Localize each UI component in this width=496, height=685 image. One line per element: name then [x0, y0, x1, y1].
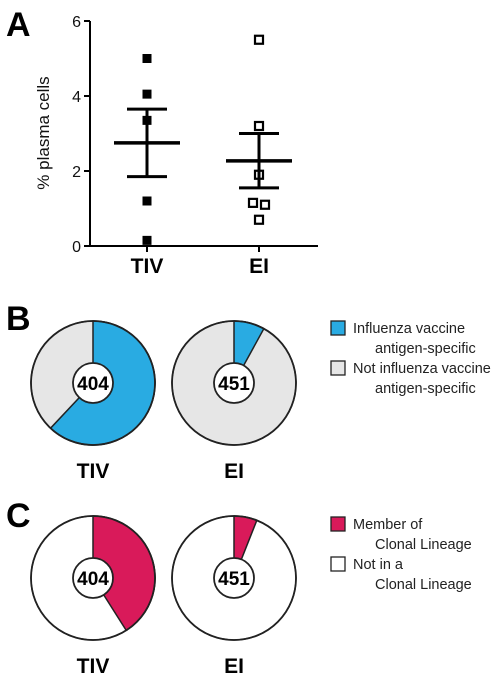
donut-center-count: 404: [77, 569, 109, 590]
panel-a-letter: A: [6, 6, 31, 44]
data-point: [259, 199, 271, 210]
y-axis-title: % plasma cells: [34, 76, 53, 189]
b-tiv-donut-hole: [72, 362, 114, 404]
legend-swatch: [330, 320, 346, 336]
data-point: [253, 34, 265, 45]
c-tiv-donut-outline: [30, 515, 156, 641]
x-tick-label: EI: [249, 255, 269, 278]
legend-label: Not influenza vaccine: [353, 361, 491, 377]
x-tick-label: TIV: [131, 255, 164, 278]
data-point: [247, 197, 259, 208]
data-point: [253, 214, 265, 225]
data-point: [142, 235, 152, 245]
legend-label: Influenza vaccine: [353, 321, 465, 337]
legend-swatch: [330, 516, 346, 532]
c-ei-donut-outline: [171, 515, 297, 641]
donut-center-count: 451: [218, 374, 250, 395]
legend-label: Member of: [353, 517, 423, 533]
b-ei-donut-hole: [213, 362, 255, 404]
legend-label: Clonal Lineage: [375, 537, 472, 553]
panel-c-letter: C: [6, 497, 31, 535]
legend-label: Not in a: [353, 557, 404, 573]
data-point: [142, 89, 152, 99]
c-tiv-donut-hole: [72, 557, 114, 599]
donut-center-count: 404: [77, 374, 109, 395]
legend-label: antigen-specific: [375, 381, 476, 397]
donut-group-label: TIV: [77, 655, 110, 678]
donut-center-count: 451: [218, 569, 250, 590]
legend-swatch: [330, 556, 346, 572]
panel-b-letter: B: [6, 300, 31, 338]
y-tick-label: 6: [72, 14, 81, 31]
y-tick-label: 4: [72, 89, 81, 106]
legend-swatch: [330, 360, 346, 376]
legend-label: antigen-specific: [375, 341, 476, 357]
data-point: [142, 54, 152, 63]
legend-label: Clonal Lineage: [375, 577, 472, 593]
donut-group-label: EI: [224, 460, 244, 483]
donut-group-label: TIV: [77, 460, 110, 483]
b-tiv-donut-outline: [30, 320, 156, 446]
y-tick-label: 2: [72, 164, 81, 181]
b-ei-donut-outline: [171, 320, 297, 446]
data-point: [142, 196, 152, 206]
donut-group-label: EI: [224, 655, 244, 678]
c-ei-donut-hole: [213, 557, 255, 599]
y-tick-label: 0: [72, 239, 81, 256]
data-point: [253, 120, 265, 132]
